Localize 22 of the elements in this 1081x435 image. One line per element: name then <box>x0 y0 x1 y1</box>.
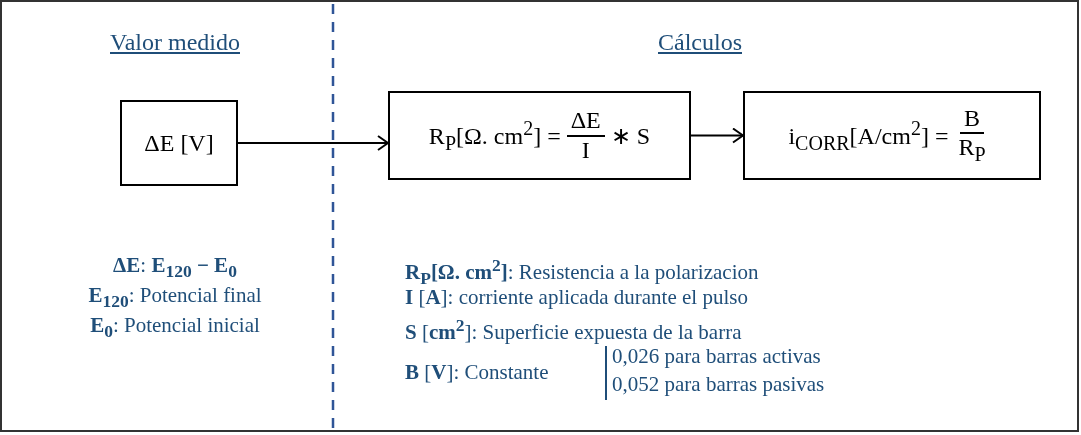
legend-text: 0,026 para barras activas <box>612 344 821 370</box>
formula-text: i$_{CORR}$[A/cm$^{2}$] = <box>788 116 949 155</box>
denominator: I <box>580 136 591 165</box>
numerator: B <box>960 104 984 135</box>
denominator: R$_{P}$ <box>957 134 987 167</box>
arrow <box>690 127 744 144</box>
section-heading: Valor medido <box>110 28 240 57</box>
section-heading: Cálculos <box>658 28 742 57</box>
legend-text: B [V]: Constante <box>405 360 549 386</box>
node-text: ΔE [V] <box>144 129 214 157</box>
arrow <box>237 135 389 151</box>
legend-text: S [cm$^{2}$]: Superficie expuesta de la barra <box>405 315 742 346</box>
legend-text: ΔE: E$_{120}$ − E$_{0}$ <box>113 253 237 283</box>
legend-text: 0,052 para barras pasivas <box>612 372 825 398</box>
legend-text: E$_{0}$: Potencial inicial <box>90 313 260 343</box>
legend-text: E$_{120}$: Potencial final <box>88 283 262 313</box>
numerator: ΔE <box>566 106 605 137</box>
formula-box <box>388 91 691 180</box>
formula-text: R$_{P}$[Ω. cm$^{2}$] = <box>428 116 561 155</box>
formula-text: ∗ S <box>610 121 651 150</box>
formula-box <box>743 91 1041 180</box>
value-box <box>120 100 238 186</box>
